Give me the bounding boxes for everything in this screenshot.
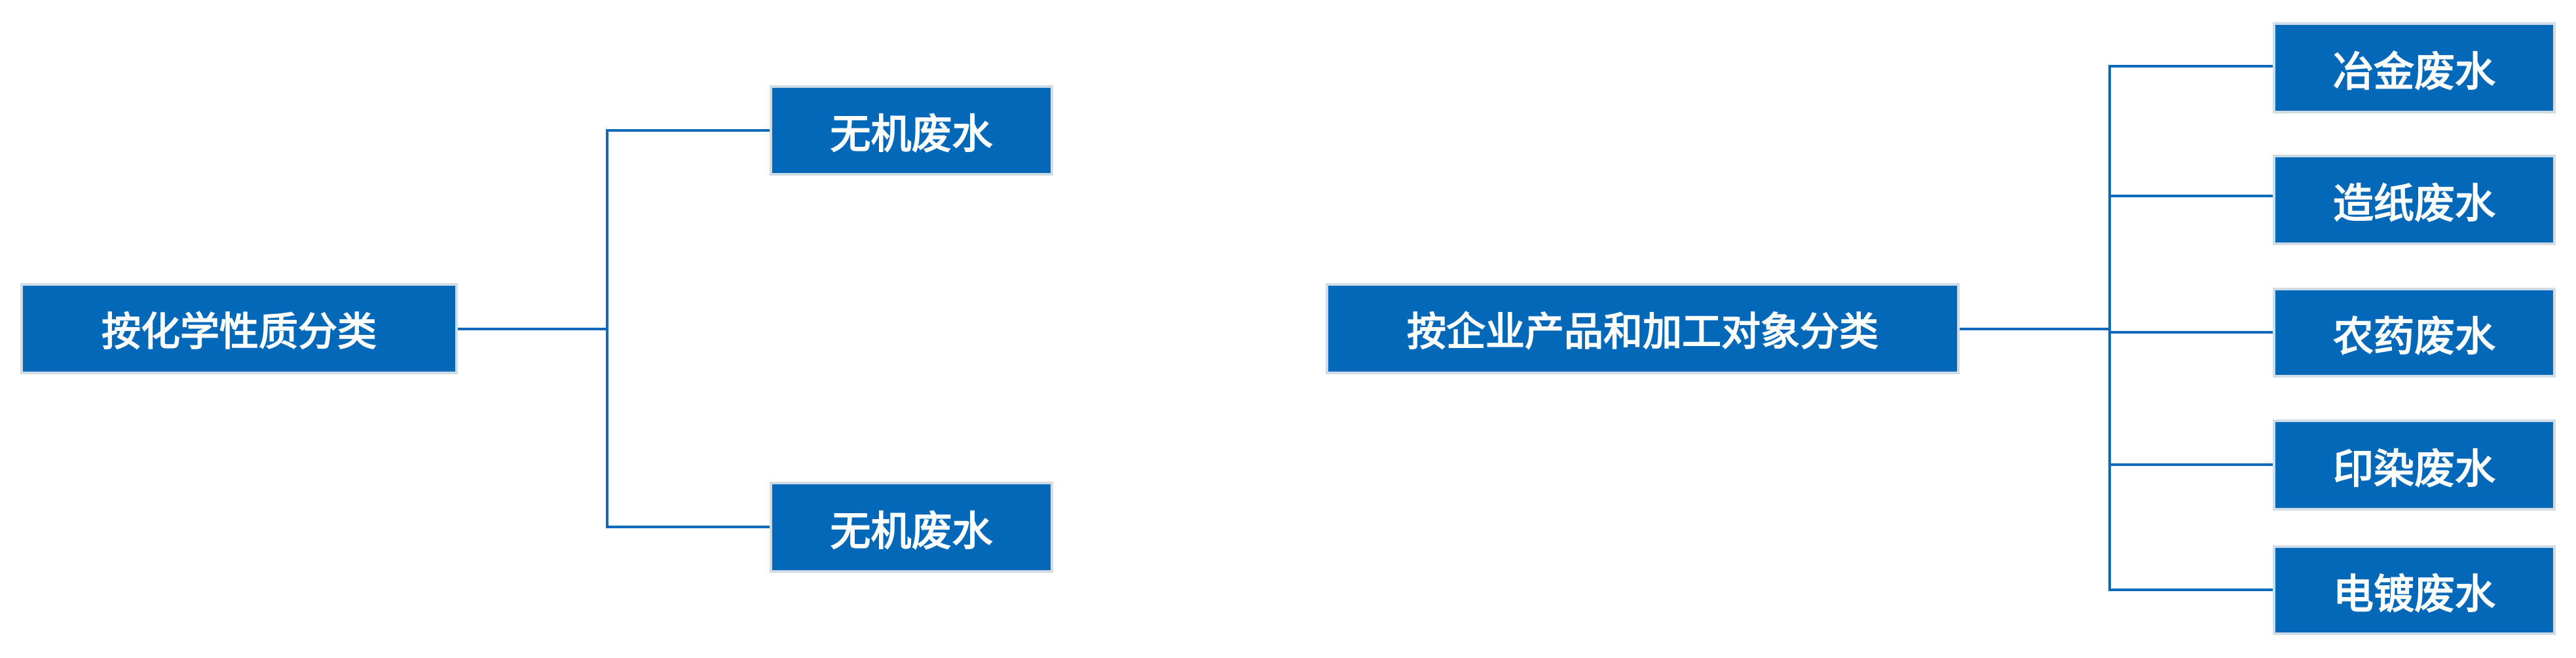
right-child-node-5[interactable]: 电镀废水 — [2273, 545, 2556, 635]
right-child-label-1: 冶金废水 — [2332, 47, 2495, 96]
right-branch-connector-3 — [2111, 331, 2273, 334]
right-trunk-connector — [2108, 65, 2111, 591]
right-child-label-4: 印染废水 — [2332, 444, 2495, 493]
right-branch-connector-5 — [2108, 589, 2273, 591]
left-child-label-2: 无机废水 — [830, 507, 993, 555]
right-child-label-5: 电镀废水 — [2332, 570, 2495, 618]
right-child-node-3[interactable]: 农药废水 — [2273, 288, 2556, 377]
left-child-node-2[interactable]: 无机废水 — [770, 482, 1053, 573]
right-root-label: 按企业产品和加工对象分类 — [1407, 309, 1878, 355]
left-root-label: 按化学性质分类 — [102, 309, 377, 355]
left-branch-connector-1 — [606, 129, 770, 132]
right-root-connector — [1960, 328, 2110, 330]
right-child-node-1[interactable]: 冶金废水 — [2273, 22, 2556, 113]
right-branch-connector-4 — [2111, 463, 2273, 466]
right-child-label-3: 农药废水 — [2332, 312, 2495, 360]
left-branch-connector-2 — [606, 526, 770, 528]
left-root-connector — [458, 328, 607, 330]
right-child-node-2[interactable]: 造纸废水 — [2273, 155, 2556, 245]
right-child-label-2: 造纸废水 — [2332, 180, 2495, 227]
left-child-node-1[interactable]: 无机废水 — [770, 85, 1053, 176]
right-root-node[interactable]: 按企业产品和加工对象分类 — [1326, 283, 1960, 374]
left-root-node[interactable]: 按化学性质分类 — [20, 283, 458, 374]
right-branch-connector-2 — [2108, 195, 2273, 197]
left-trunk-connector — [606, 129, 608, 528]
right-branch-connector-1 — [2108, 65, 2273, 68]
left-child-label-1: 无机废水 — [830, 110, 993, 158]
right-child-node-4[interactable]: 印染废水 — [2273, 419, 2556, 511]
